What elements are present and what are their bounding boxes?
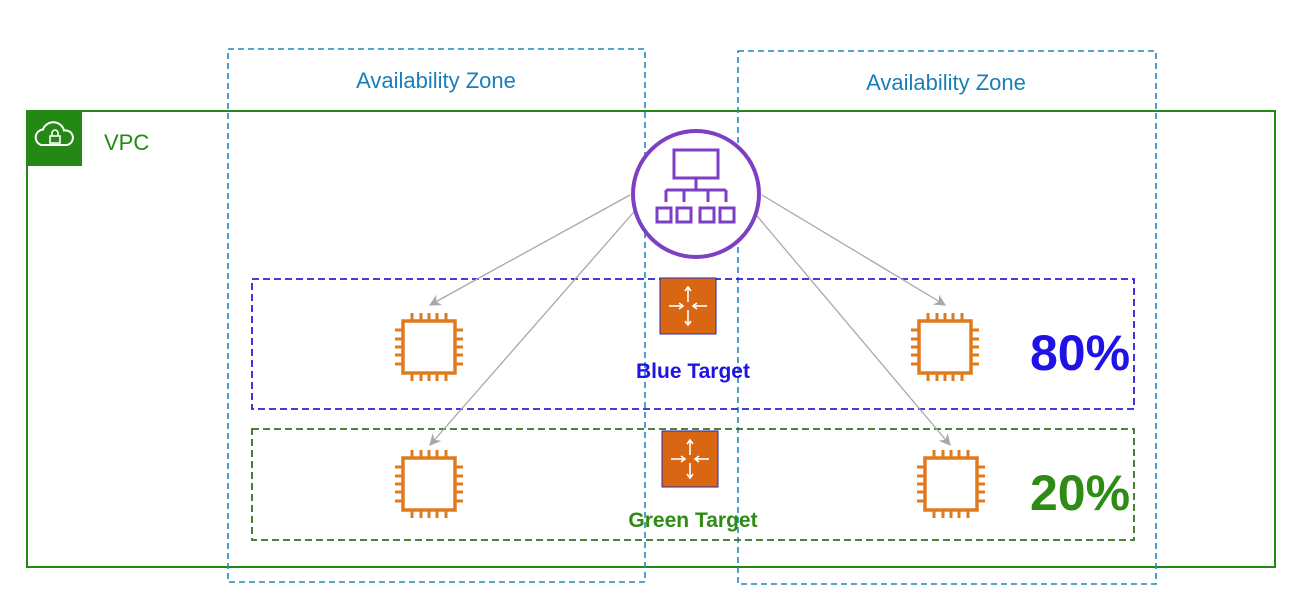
ec2-instance-chip-icon (393, 448, 465, 520)
green-target-percent: 20% (1030, 465, 1130, 521)
target-group-router-icon (659, 277, 717, 335)
vpc-cloud-lock-icon (27, 111, 82, 166)
blue-target-label: Blue Target (636, 360, 750, 383)
application-load-balancer-icon (631, 129, 761, 259)
arrow-to-blue-instance-1 (428, 194, 631, 306)
blue-target-group: Blue Target 80% (251, 278, 1135, 410)
arrow-to-blue-instance-2 (761, 194, 947, 306)
green-target-label: Green Target (628, 509, 757, 532)
vpc-container: VPC (26, 110, 1276, 568)
availability-zone-2: Availability Zone (737, 50, 1157, 585)
arrow-to-green-instance-1 (429, 204, 641, 446)
vpc-label: VPC (104, 130, 149, 155)
ec2-instance-chip-icon (915, 448, 987, 520)
blue-target-percent: 80% (1030, 325, 1130, 381)
availability-zone-1: Availability Zone (227, 48, 646, 583)
availability-zone-label: Availability Zone (356, 68, 516, 93)
target-group-router-icon (661, 430, 719, 488)
traffic-arrows (428, 194, 951, 446)
arrow-to-green-instance-2 (751, 209, 951, 446)
availability-zone-label: Availability Zone (866, 70, 1026, 95)
green-target-group: Green Target 20% (251, 428, 1135, 541)
ec2-instance-chip-icon (909, 311, 981, 383)
ec2-instance-chip-icon (393, 311, 465, 383)
